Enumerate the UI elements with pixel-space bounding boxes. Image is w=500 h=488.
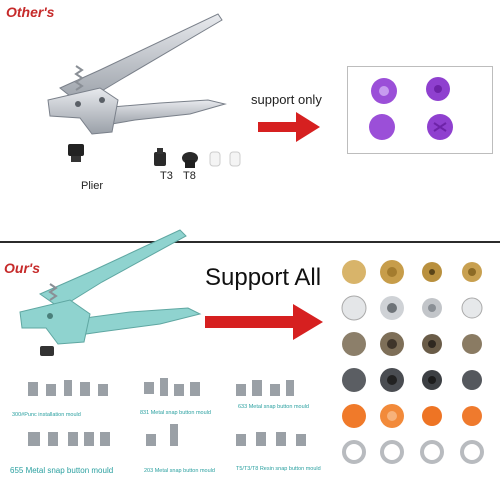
others-heading: Other's xyxy=(6,4,55,20)
die-label-t3: T3 xyxy=(160,170,173,182)
support-only-text: support only xyxy=(251,92,322,107)
dies-image xyxy=(154,148,241,168)
moulds-image xyxy=(28,378,306,446)
purple-snap-box xyxy=(347,66,493,154)
mould-label-655: 655 Metal snap button mould xyxy=(10,466,114,475)
mould-label-831: 831 Metal snap button mould xyxy=(140,410,211,416)
snap-button-grid xyxy=(341,260,484,464)
mould-label-t5: T5/T3/T8 Resin snap button mould xyxy=(236,466,321,472)
support-all-text: Support All xyxy=(205,264,322,291)
teal-plier-image xyxy=(19,229,202,356)
plier-label: Plier xyxy=(81,180,104,192)
arrow-right-icon xyxy=(258,112,320,142)
section-divider xyxy=(0,241,500,243)
mould-label-300: 300#Punc installation mould xyxy=(12,412,81,418)
mould-label-203: 203 Metal snap button mould xyxy=(144,468,215,474)
mould-label-633: 633 Metal snap button mould xyxy=(238,404,309,410)
arrow-right-large-icon xyxy=(205,304,323,340)
die-label-t8: T8 xyxy=(183,170,196,182)
ours-heading: Our's xyxy=(4,260,41,276)
purple-snaps-image xyxy=(369,77,453,140)
plier-image xyxy=(47,13,227,162)
